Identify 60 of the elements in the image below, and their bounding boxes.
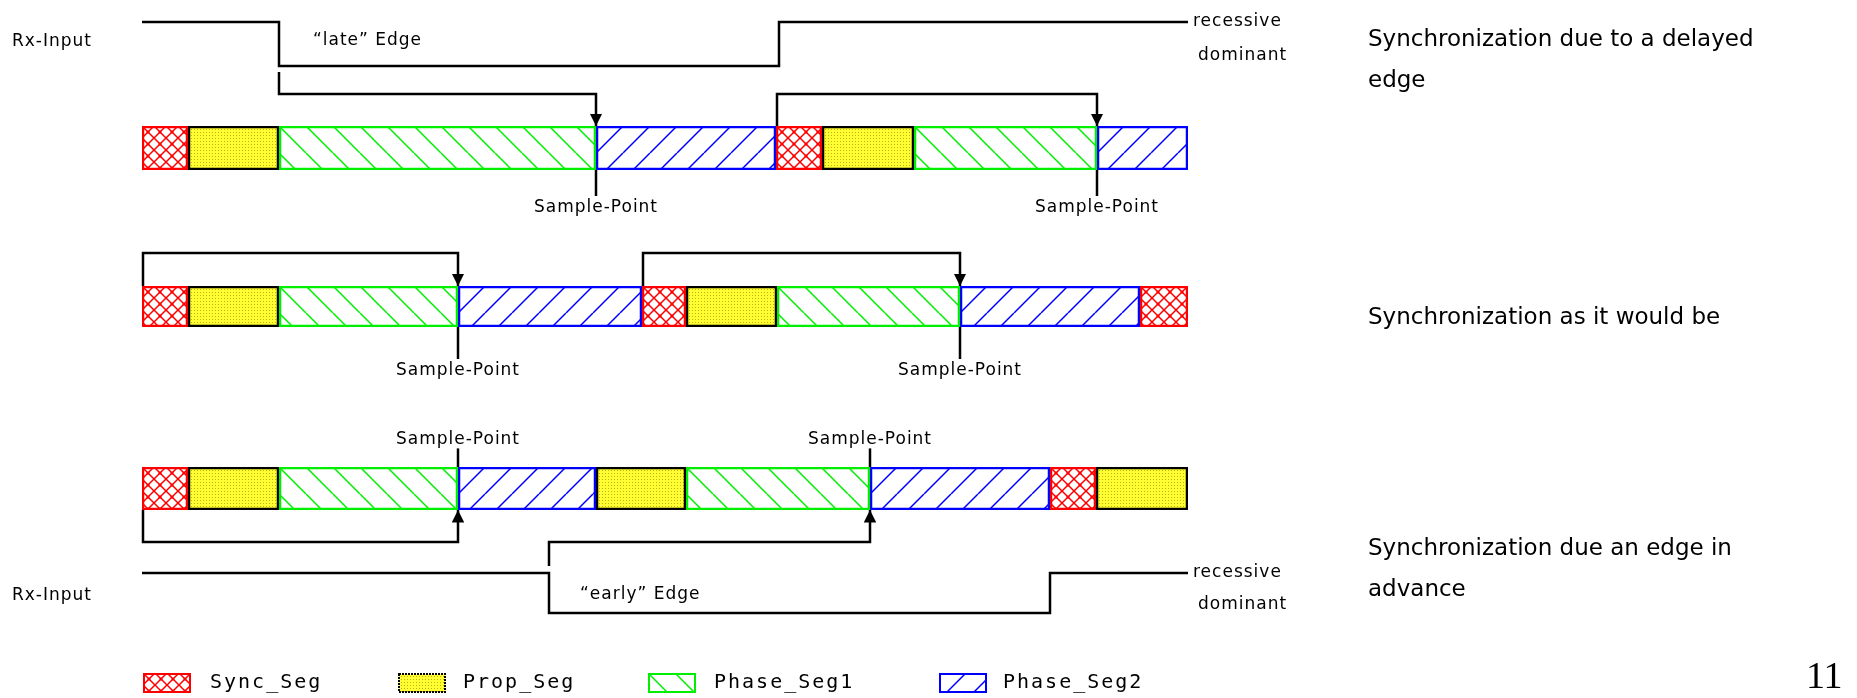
phase2-segment bbox=[458, 467, 596, 510]
phase1-segment bbox=[777, 286, 960, 327]
sample-point-label: Sample-Point bbox=[807, 428, 933, 449]
phase2-segment bbox=[960, 286, 1140, 327]
prop-segment bbox=[1096, 467, 1188, 510]
signal-annotation: “late” Edge bbox=[313, 29, 423, 50]
phase2-segment bbox=[1097, 126, 1188, 170]
phase1-segment bbox=[279, 467, 458, 510]
sync-segment bbox=[1140, 286, 1188, 327]
prop-segment bbox=[188, 126, 279, 170]
phase2-segment bbox=[458, 286, 642, 327]
sample-point-tick bbox=[456, 448, 460, 467]
arrow bbox=[641, 251, 967, 286]
prop-segment bbox=[188, 286, 279, 327]
phase1-segment bbox=[914, 126, 1097, 170]
level-label: dominant bbox=[1198, 593, 1288, 614]
sample-point-label: Sample-Point bbox=[1034, 196, 1160, 217]
description-text: Synchronization due an edge in advance bbox=[1368, 533, 1733, 603]
level-label: recessive bbox=[1193, 561, 1282, 582]
signal-annotation: “early” Edge bbox=[580, 583, 701, 604]
signal-name: Rx-Input bbox=[12, 584, 93, 605]
sync-segment bbox=[142, 467, 188, 510]
sample-point-tick bbox=[456, 327, 460, 359]
phase2-segment bbox=[870, 467, 1050, 510]
signal-name: Rx-Input bbox=[12, 30, 93, 51]
page-number: 11 bbox=[1806, 656, 1843, 694]
description-text: Synchronization due to a delayed edge bbox=[1368, 24, 1755, 94]
arrow bbox=[775, 92, 1104, 126]
phase1-segment bbox=[686, 467, 870, 510]
prop-segment bbox=[188, 467, 279, 510]
phase1-segment bbox=[279, 126, 596, 170]
prop-segment bbox=[822, 126, 914, 170]
description-text: Synchronization as it would be bbox=[1368, 302, 1722, 331]
phase2-segment bbox=[596, 126, 776, 170]
prop-segment bbox=[686, 286, 777, 327]
sync-segment bbox=[142, 126, 188, 170]
prop-segment bbox=[596, 467, 686, 510]
sample-point-tick bbox=[958, 327, 962, 359]
sync-segment bbox=[642, 286, 686, 327]
level-label: dominant bbox=[1198, 44, 1288, 65]
legend-label: Phase_Seg2 bbox=[1003, 669, 1144, 693]
level-label: recessive bbox=[1193, 10, 1282, 31]
sync-segment bbox=[142, 286, 188, 327]
arrow bbox=[277, 72, 603, 126]
sample-point-label: Sample-Point bbox=[395, 428, 521, 449]
phase1-segment bbox=[279, 286, 458, 327]
sample-point-tick bbox=[594, 170, 598, 196]
legend-label: Phase_Seg1 bbox=[714, 669, 855, 693]
legend-label: Prop_Seg bbox=[463, 669, 576, 693]
arrow bbox=[141, 251, 465, 286]
arrow bbox=[141, 510, 465, 544]
sample-point-label: Sample-Point bbox=[897, 359, 1023, 380]
sync-segment bbox=[776, 126, 822, 170]
sample-point-label: Sample-Point bbox=[533, 196, 659, 217]
sample-point-label: Sample-Point bbox=[395, 359, 521, 380]
legend-label: Sync_Seg bbox=[210, 669, 323, 693]
sample-point-tick bbox=[868, 448, 872, 467]
arrow bbox=[547, 510, 877, 566]
sample-point-tick bbox=[1095, 170, 1099, 196]
sync-segment bbox=[1050, 467, 1096, 510]
